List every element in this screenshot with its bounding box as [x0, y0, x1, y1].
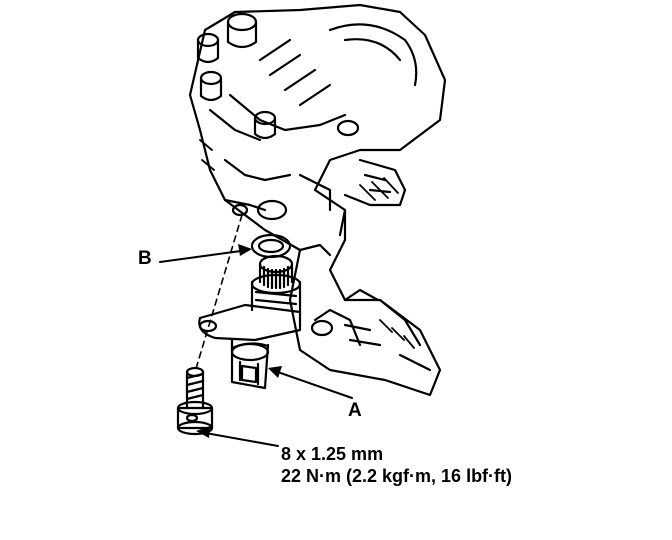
leader-lines	[159, 249, 353, 447]
bolt-torque-text: 22 N·m (2.2 kgf·m, 16 lbf·ft)	[281, 466, 513, 486]
transmission-housing	[188, 3, 447, 397]
callout-label-a: A	[348, 400, 362, 421]
arrowhead-a	[268, 366, 282, 378]
housing-bolt-heads	[196, 12, 360, 337]
mounting-bolt	[176, 366, 214, 436]
o-ring-b	[250, 233, 292, 259]
assembly-axis	[194, 214, 243, 373]
arrowhead-b	[238, 244, 252, 256]
bolt-size-text: 8 x 1.25 mm	[281, 444, 384, 464]
callout-label-b: B	[138, 248, 152, 269]
housing-shading	[199, 139, 415, 349]
bolt-spec: 8 x 1.25 mm 22 N·m (2.2 kgf·m, 16 lbf·ft…	[281, 443, 512, 487]
arrowhead-bolt	[196, 426, 210, 438]
speed-sensor-a	[198, 254, 302, 390]
